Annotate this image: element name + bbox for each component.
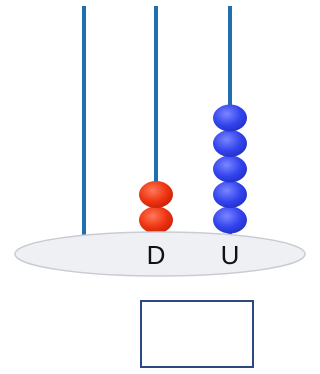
units-bead-1: [213, 206, 247, 234]
abacus-base: [14, 231, 306, 277]
tens-label: D: [147, 240, 166, 270]
tens-bead-1: [139, 206, 173, 234]
units-label: U: [221, 240, 240, 270]
tens-beads: [139, 181, 173, 234]
units-bead-3: [213, 155, 247, 183]
answer-box[interactable]: [140, 300, 254, 368]
tens-bead-2: [139, 181, 173, 208]
units-bead-4: [213, 130, 247, 157]
units-beads: [213, 104, 247, 234]
units-bead-2: [213, 181, 247, 208]
units-bead-5: [213, 104, 247, 132]
